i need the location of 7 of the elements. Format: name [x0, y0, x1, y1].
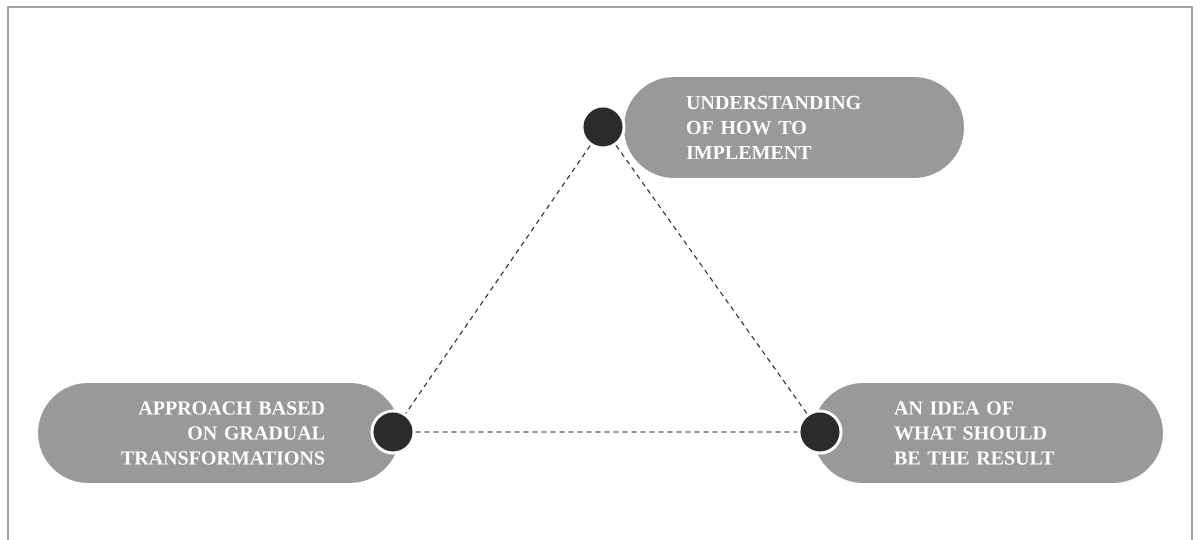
dashed-line: [414, 431, 799, 433]
dashed-line: [615, 144, 808, 415]
dot: [370, 409, 416, 455]
dot: [580, 104, 626, 150]
pill-box: UNDERSTANDING OF HOW TO IMPLEMENT: [624, 77, 964, 178]
dot: [797, 409, 843, 455]
dashed-line: [405, 144, 591, 415]
